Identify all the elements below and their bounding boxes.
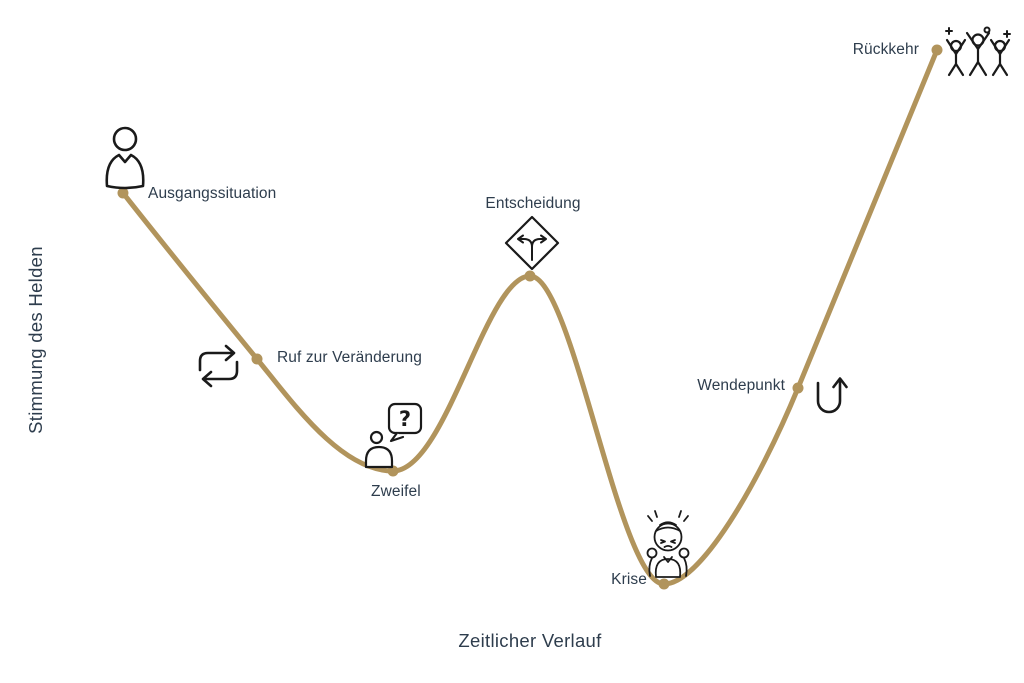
person-question-icon: ? [364, 402, 423, 469]
celebration-icon [945, 26, 1011, 77]
stage-label-ruf-zur-veraenderung: Ruf zur Veränderung [277, 349, 422, 366]
person-icon [105, 126, 145, 190]
stage-label-entscheidung: Entscheidung [485, 195, 581, 212]
stage-label-rueckkehr: Rückkehr [852, 41, 919, 58]
stage-label-zweifel: Zweifel [371, 483, 421, 500]
data-points [117, 44, 943, 590]
data-point-ausgangssituation [117, 187, 129, 199]
data-point-wendepunkt [792, 382, 804, 394]
mood-curve [120, 47, 940, 587]
decision-diamond-icon [504, 215, 560, 271]
x-axis-label: Zeitlicher Verlauf [458, 630, 602, 651]
stage-label-wendepunkt: Wendepunkt [697, 377, 785, 394]
data-point-entscheidung [524, 270, 536, 282]
data-point-rueckkehr [931, 44, 943, 56]
question-mark-glyph: ? [399, 407, 411, 431]
y-axis-label: Stimmung des Helden [25, 246, 46, 434]
cycle-arrows-icon [198, 344, 239, 388]
stressed-person-icon [646, 510, 690, 578]
data-point-krise [658, 578, 670, 590]
stage-label-ausgangssituation: Ausgangssituation [148, 185, 277, 202]
u-turn-arrow-icon [816, 377, 848, 414]
data-point-ruf-zur-veraenderung [251, 353, 263, 365]
stage-label-krise: Krise [611, 571, 647, 588]
data-point-zweifel [387, 465, 399, 477]
